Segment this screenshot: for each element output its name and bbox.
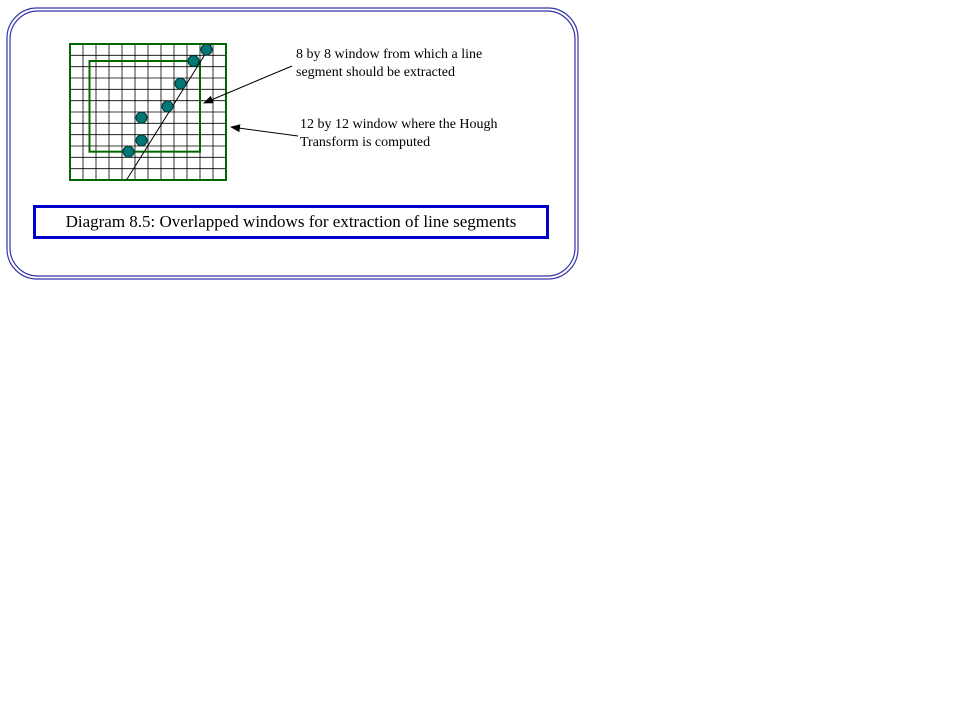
- annotation-12x12-line-1: 12 by 12 window where the Hough: [300, 117, 498, 132]
- annotation-8x8-window: 8 by 8 window from which a line segment …: [296, 46, 482, 82]
- arrow-to-8x8-window: [203, 65, 293, 104]
- outer-window-12x12: [69, 43, 227, 181]
- annotation-12x12-window: 12 by 12 window where the Hough Transfor…: [300, 116, 498, 152]
- edge-point: [161, 100, 174, 113]
- diagram-caption: Diagram 8.5: Overlapped windows for extr…: [33, 205, 549, 239]
- edge-point: [135, 134, 148, 147]
- arrow-to-12x12-window: [230, 124, 299, 137]
- outer-frame: [6, 7, 579, 280]
- edge-point: [187, 55, 200, 67]
- annotation-8x8-line-1: 8 by 8 window from which a line: [296, 47, 483, 62]
- edge-point: [135, 111, 148, 124]
- edge-point: [200, 43, 213, 56]
- inner-frame: [9, 10, 576, 277]
- edge-point: [174, 77, 187, 90]
- edge-points: [122, 43, 213, 158]
- grid-lines: [70, 44, 226, 180]
- annotation-8x8-line-2: segment should be extracted: [296, 65, 456, 80]
- annotation-12x12-line-2: Transform is computed: [300, 135, 431, 150]
- edge-point: [122, 145, 135, 158]
